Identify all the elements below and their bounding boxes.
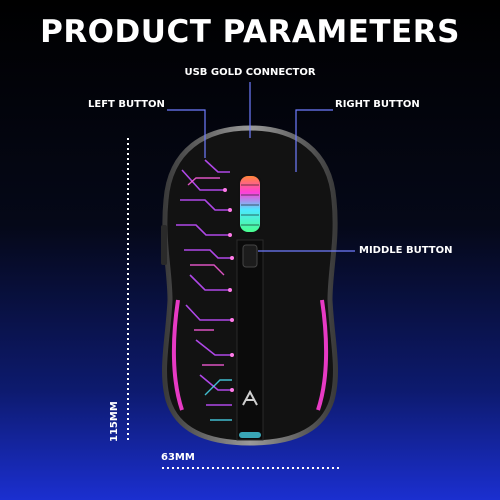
page-title: PRODUCT PARAMETERS [40, 14, 460, 50]
middle-button-label: MIDDLE BUTTON [359, 245, 453, 256]
right-button-label: RIGHT BUTTON [335, 99, 420, 110]
side-button [161, 225, 167, 265]
center-spine [236, 239, 264, 441]
height-dimension-label: 115MM [109, 401, 120, 442]
scroll-wheel [238, 174, 262, 234]
right-glow-strip [316, 299, 329, 411]
dpi-button [242, 244, 258, 268]
usb-connector-label: USB GOLD CONNECTOR [184, 67, 316, 78]
circuit-pattern [176, 159, 232, 406]
brand-logo [242, 389, 258, 406]
left-glow-strip [171, 299, 184, 411]
left-button-label: LEFT BUTTON [88, 99, 165, 110]
callout-lines [167, 82, 355, 252]
width-dimension-label: 63MM [161, 452, 195, 463]
